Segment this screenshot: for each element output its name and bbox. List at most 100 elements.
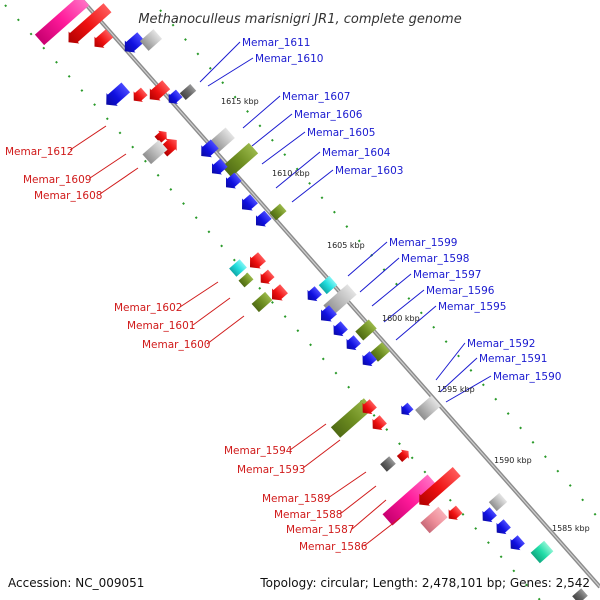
gene-memar-1604[interactable]	[237, 193, 260, 216]
gene-label-memar-1609[interactable]: Memar_1609	[23, 174, 91, 186]
gene-label-memar-1592[interactable]: Memar_1592	[467, 338, 535, 350]
gene-memar-1603-a[interactable]	[251, 209, 273, 231]
gene-memar-1587-pink[interactable]	[420, 506, 448, 534]
gene-memar-1587[interactable]	[382, 474, 438, 526]
gene-memar-1590[interactable]	[397, 401, 415, 419]
topology-text: Topology: circular; Length: 2,478,101 bp…	[259, 576, 590, 590]
gene-memar-1592-olive[interactable]	[370, 342, 390, 362]
gene-memar-1602-olive[interactable]	[238, 272, 254, 288]
gene-memar-1597-a[interactable]	[303, 285, 323, 306]
leader-memar-1592	[435, 342, 466, 381]
gene-label-memar-1588[interactable]: Memar_1588	[274, 509, 342, 521]
scale-label-1595: 1595 kbp	[437, 385, 475, 394]
gene-gray-1590[interactable]	[488, 492, 508, 512]
gene-label-memar-1593[interactable]: Memar_1593	[237, 464, 305, 476]
gene-label-memar-1601[interactable]: Memar_1601	[127, 320, 195, 332]
gene-blue-1590-b[interactable]	[492, 518, 512, 539]
gene-label-memar-1603[interactable]: Memar_1603	[335, 165, 403, 177]
leader-memar-1587	[351, 499, 387, 530]
inner-dotted-track	[4, 4, 541, 600]
gene-memar-1606[interactable]	[221, 142, 259, 178]
scale-label-1605: 1605 kbp	[327, 241, 365, 250]
gene-memar-1605-b[interactable]	[207, 157, 229, 179]
gene-label-memar-1610[interactable]: Memar_1610	[255, 53, 323, 65]
gene-memar-1605-a[interactable]	[196, 138, 220, 162]
gene-memar-1591[interactable]	[415, 395, 441, 421]
leader-memar-1610	[207, 57, 254, 87]
gene-memar-1589[interactable]	[380, 456, 396, 472]
gene-blue-1590-c[interactable]	[506, 534, 526, 555]
scale-label-1585: 1585 kbp	[552, 524, 590, 533]
gene-dark-bottom[interactable]	[572, 588, 588, 600]
gene-memar-1605-c[interactable]	[221, 171, 243, 193]
gene-label-memar-1600[interactable]: Memar_1600	[142, 339, 210, 351]
gene-label-memar-1587[interactable]: Memar_1587	[286, 524, 354, 536]
gene-memar-1610-dark[interactable]	[179, 83, 197, 101]
leader-memar-1600	[206, 315, 245, 345]
leader-memar-1588	[339, 485, 377, 515]
leader-memar-1604	[275, 151, 321, 189]
gene-memar-1602-cyan[interactable]	[229, 259, 247, 277]
leader-memar-1612	[69, 125, 107, 151]
leader-memar-1595	[395, 305, 437, 341]
gene-memar-1588[interactable]	[396, 447, 413, 464]
gene-memar-1612-arrow[interactable]	[153, 127, 171, 145]
leader-memar-1589	[327, 471, 367, 499]
gene-label-memar-1597[interactable]: Memar_1597	[413, 269, 481, 281]
gene-memar-1597-b[interactable]	[316, 304, 339, 327]
leader-memar-1602	[179, 281, 219, 308]
gene-label-memar-1595[interactable]: Memar_1595	[438, 301, 506, 313]
gene-blue-1612[interactable]	[101, 81, 132, 111]
leader-memar-1586	[363, 517, 401, 547]
gene-label-memar-1602[interactable]: Memar_1602	[114, 302, 182, 314]
gene-label-memar-1599[interactable]: Memar_1599	[389, 237, 457, 249]
gene-label-memar-1605[interactable]: Memar_1605	[307, 127, 375, 139]
leader-memar-1594	[289, 423, 327, 451]
gene-label-memar-1586[interactable]: Memar_1586	[299, 541, 368, 553]
gene-label-memar-1606[interactable]: Memar_1606	[294, 109, 363, 121]
gene-label-memar-1598[interactable]: Memar_1598	[401, 253, 469, 265]
gene-label-memar-1589[interactable]: Memar_1589	[262, 493, 330, 505]
gene-memar-1611[interactable]	[119, 31, 146, 58]
gene-memar-1592[interactable]	[358, 350, 378, 371]
leader-memar-1608	[99, 167, 139, 195]
gene-memar-1599-cyan[interactable]	[318, 275, 338, 295]
gene-memar-1603-olive[interactable]	[269, 203, 287, 221]
gene-gray-1611[interactable]	[139, 29, 163, 51]
gene-label-memar-1607[interactable]: Memar_1607	[282, 91, 350, 103]
gene-red-small-1[interactable]	[129, 86, 149, 106]
gene-memar-1593-a[interactable]	[358, 398, 378, 419]
gene-label-memar-1590[interactable]: Memar_1590	[493, 371, 561, 383]
gene-memar-1594[interactable]	[330, 398, 374, 438]
gene-label-memar-1594[interactable]: Memar_1594	[224, 445, 293, 457]
gene-memar-1608[interactable]	[142, 139, 168, 165]
accession-text: Accession: NC_009051	[8, 576, 144, 590]
gene-memar-1601[interactable]	[256, 268, 276, 288]
gene-memar-1586[interactable]	[414, 465, 462, 510]
gene-label-memar-1612[interactable]: Memar_1612	[5, 146, 73, 158]
gene-memar-1586-b[interactable]	[444, 504, 464, 524]
gene-memar-1598[interactable]	[323, 284, 357, 316]
leader-memar-1601	[192, 297, 231, 326]
gene-memar-1601-b[interactable]	[267, 283, 290, 306]
gene-blue-1590-a[interactable]	[478, 506, 498, 527]
gene-label-memar-1608[interactable]: Memar_1608	[34, 190, 102, 202]
gene-memar-1595[interactable]	[342, 334, 362, 355]
gene-memar-1612-b[interactable]	[90, 28, 115, 52]
gene-memar-1595-olive[interactable]	[355, 319, 377, 341]
gene-memar-1593-b[interactable]	[368, 414, 388, 435]
page-title: Methanoculleus marisnigri JR1, complete …	[138, 12, 461, 27]
gene-memar-1612-a[interactable]	[63, 2, 113, 48]
gene-teal-1585[interactable]	[530, 540, 554, 564]
scale-label-1615: 1615 kbp	[221, 97, 259, 106]
gene-label-memar-1611[interactable]: Memar_1611	[242, 37, 310, 49]
gene-memar-1600[interactable]	[251, 291, 273, 313]
gene-red-1612-b[interactable]	[144, 79, 171, 106]
gene-memar-1596[interactable]	[329, 320, 349, 341]
gene-label-memar-1591[interactable]: Memar_1591	[479, 353, 547, 365]
gene-block-magenta-top[interactable]	[34, 0, 90, 46]
gene-memar-1602-red[interactable]	[245, 251, 268, 274]
gene-memar-1610[interactable]	[164, 88, 184, 108]
gene-label-memar-1596[interactable]: Memar_1596	[426, 285, 495, 297]
gene-label-memar-1604[interactable]: Memar_1604	[322, 147, 391, 159]
